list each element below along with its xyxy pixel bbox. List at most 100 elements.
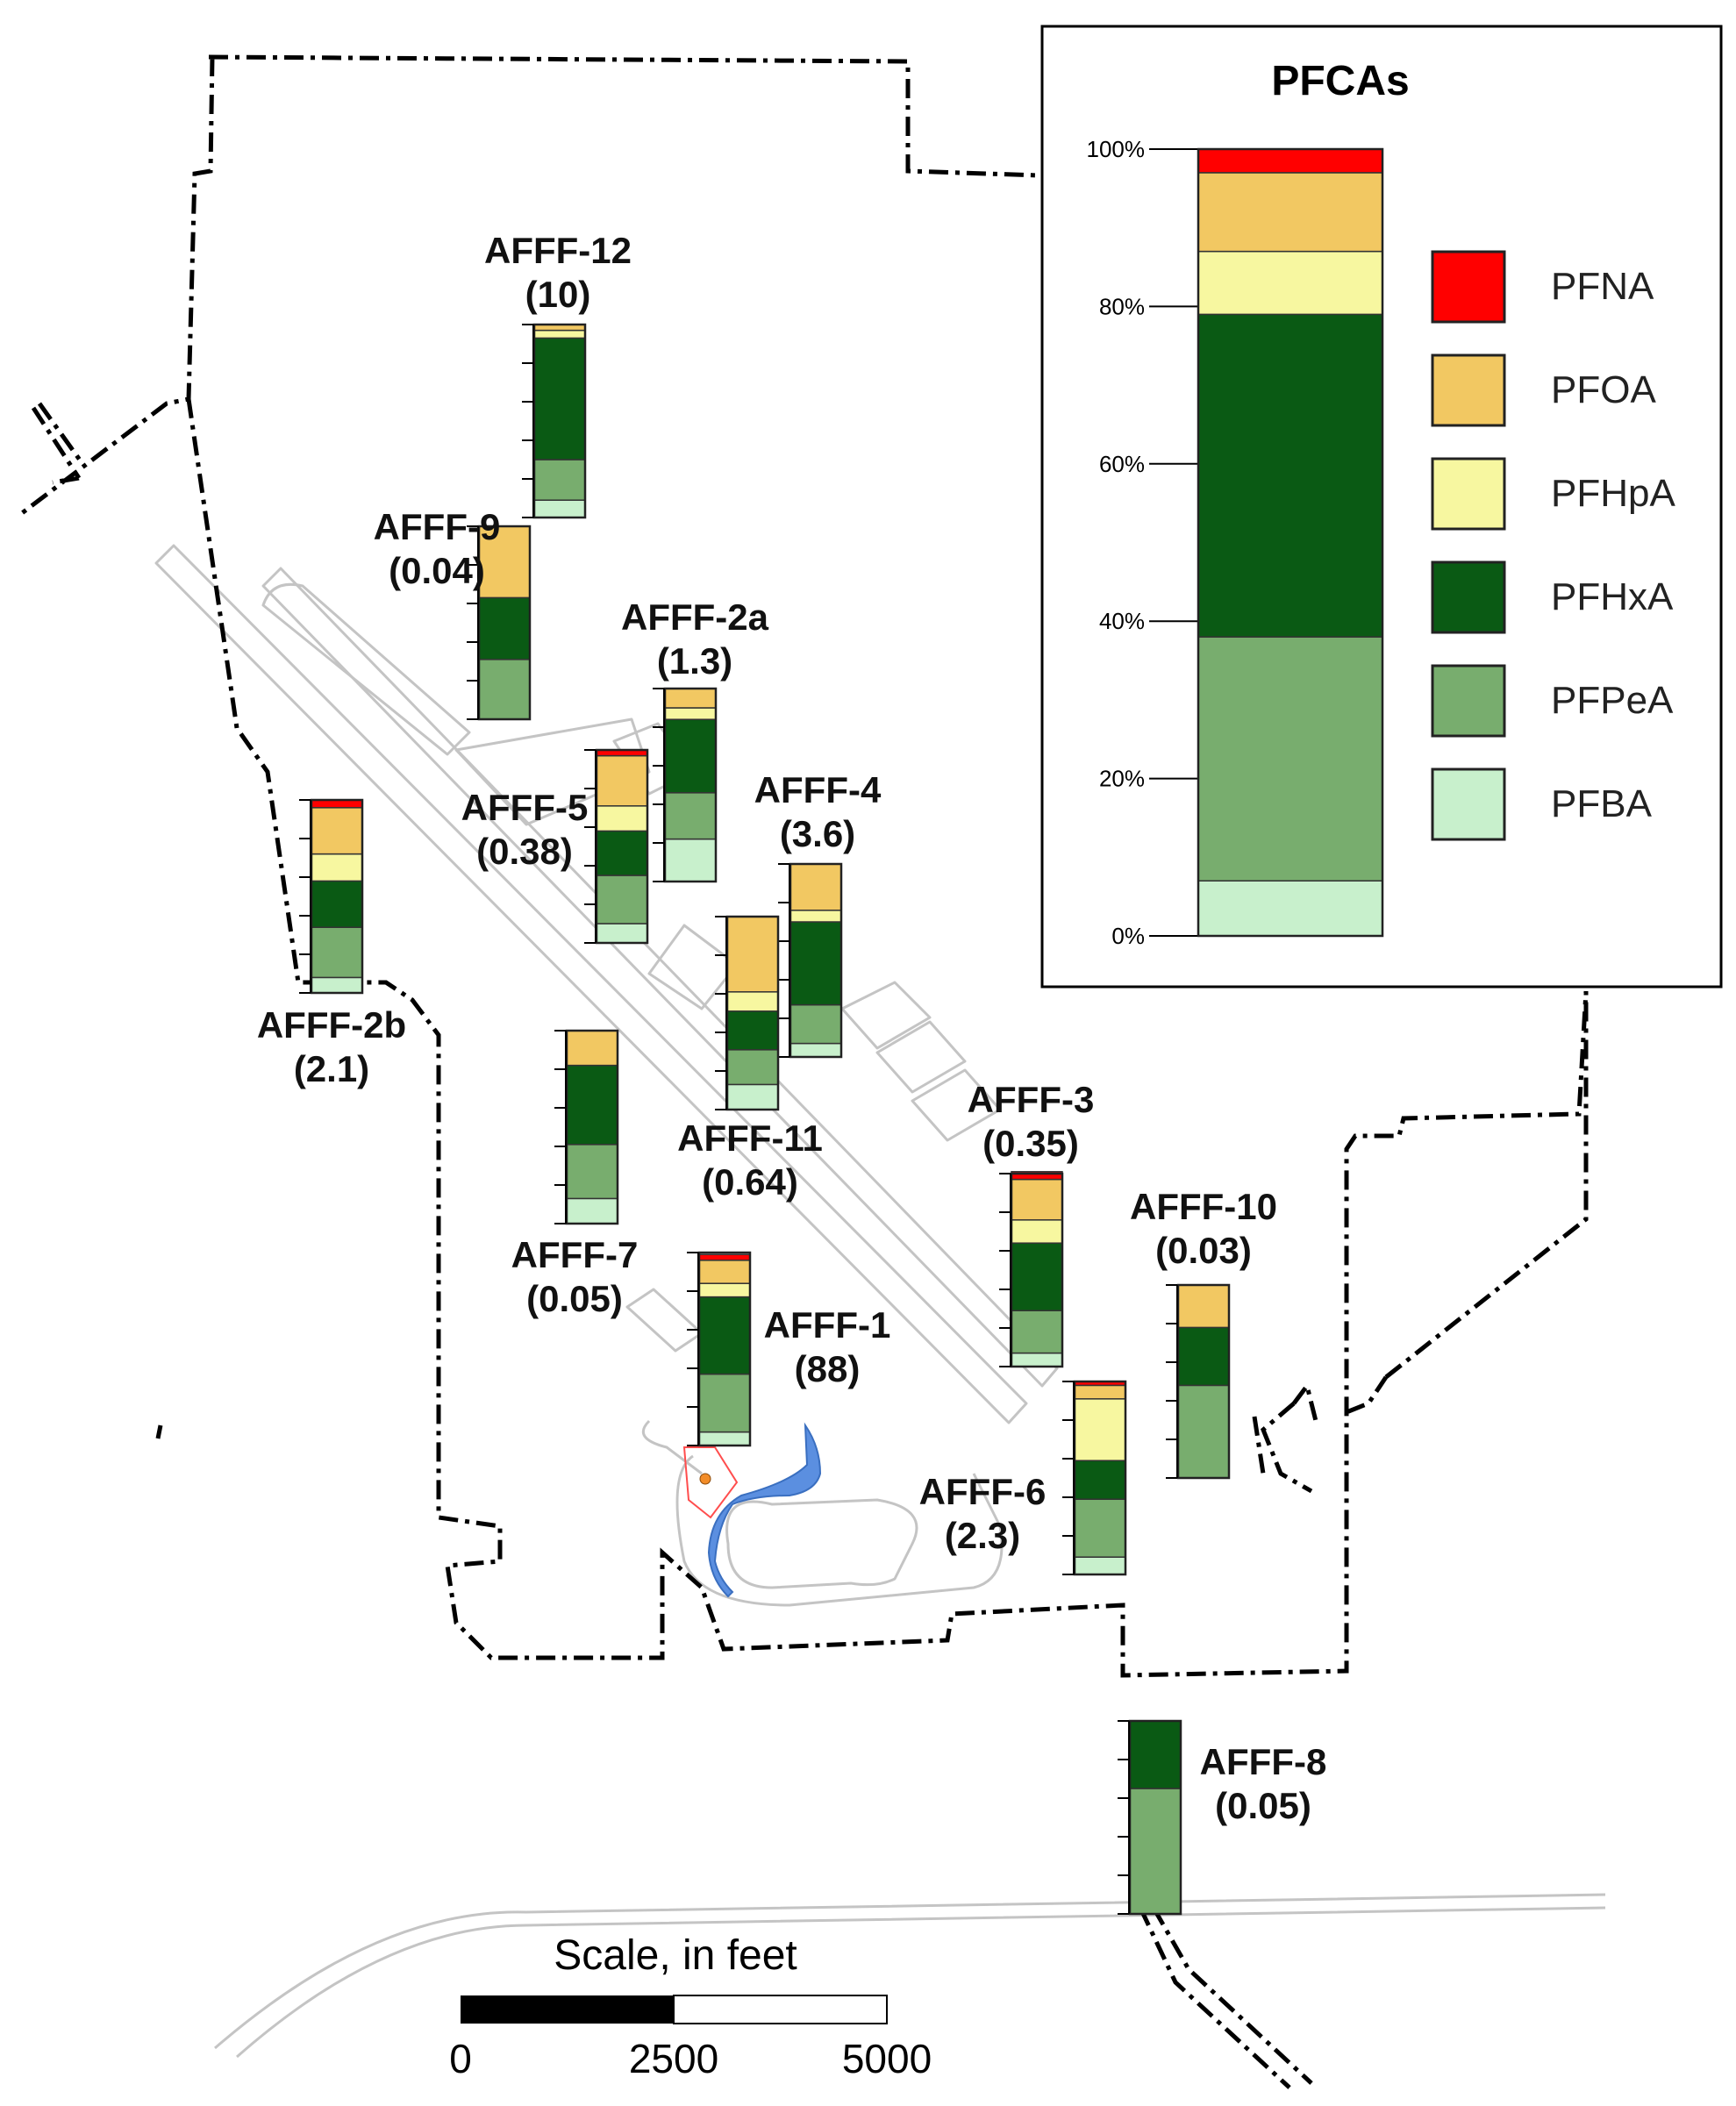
site-afff-8-label: AFFF-8: [1200, 1741, 1327, 1782]
taxiway-outline: [261, 567, 1059, 1388]
site-afff-6-segment-pfba: [1074, 1556, 1126, 1575]
site-afff-2a-segment-pfhxa: [664, 718, 717, 794]
site-afff-7-segment-pfba: [566, 1197, 618, 1224]
site-afff-10-segment-pfpea: [1177, 1384, 1230, 1479]
site-afff-8-value: (0.05): [1215, 1785, 1311, 1826]
site-afff-11-bar: AFFF-11(0.64): [677, 915, 823, 1203]
site-afff-10-segment-pfhxa: [1177, 1326, 1230, 1387]
site-afff-11-segment-pfhpa: [726, 991, 779, 1012]
site-afff-1-segment-pfna: [698, 1253, 751, 1261]
site-bars: AFFF-12(10)AFFF-9(0.04)AFFF-2a(1.3)AFFF-…: [257, 230, 1327, 1916]
site-afff-2a-segment-pfba: [664, 838, 717, 882]
site-afff-5-segment-pfoa: [596, 754, 648, 807]
legend-bar-segment-pfpea: [1197, 636, 1383, 882]
legend-tick-label: 40%: [1099, 608, 1145, 634]
site-afff-11-label: AFFF-11: [677, 1117, 823, 1159]
site-afff-8-bar: AFFF-8(0.05): [1118, 1719, 1327, 1916]
site-afff-11-segment-pfoa: [726, 916, 779, 993]
site-afff-4-segment-pfhpa: [789, 910, 842, 923]
site-afff-1-value: (88): [795, 1348, 861, 1389]
site-afff-12-segment-pfpea: [533, 459, 586, 501]
site-afff-7-label: AFFF-7: [511, 1234, 639, 1275]
site-afff-2b-segment-pfba: [311, 976, 363, 994]
site-afff-2a-value: (1.3): [657, 640, 732, 682]
runway-outline: [154, 544, 1028, 1424]
legend-bar-segment-pfba: [1197, 880, 1383, 937]
highway-2: [236, 1906, 1606, 2059]
terminal-road: [641, 1419, 703, 1475]
legend-tick-label: 0%: [1111, 923, 1145, 949]
site-afff-10-label: AFFF-10: [1130, 1186, 1277, 1227]
legend-swatch-pfhpa: [1431, 457, 1506, 531]
legend-swatch-pfna: [1431, 250, 1506, 324]
release-site-outline: [682, 1446, 739, 1519]
legend-bar-segment-pfhpa: [1197, 250, 1383, 316]
site-afff-7-segment-pfhxa: [566, 1064, 618, 1146]
site-afff-6-segment-pfoa: [1074, 1384, 1126, 1400]
site-afff-10-value: (0.03): [1155, 1230, 1252, 1271]
site-afff-4-segment-pfoa: [789, 863, 842, 911]
site-afff-3-segment-pfoa: [1011, 1178, 1063, 1221]
site-afff-2a-segment-pfhpa: [664, 707, 717, 720]
ramp-area: [454, 717, 651, 826]
site-afff-2b-value: (2.1): [294, 1048, 369, 1089]
site-afff-6-segment-pfpea: [1074, 1498, 1126, 1558]
scale-bar: [461, 1995, 888, 2024]
site-afff-2b-segment-pfhxa: [311, 880, 363, 928]
site-afff-4-bar: AFFF-4(3.6): [754, 769, 882, 1059]
site-afff-9-segment-pfhxa: [478, 596, 531, 660]
legend-panel: PFCAs 0%20%40%60%80%100% PFNAPFOAPFHpAPF…: [1040, 25, 1723, 989]
site-afff-1-segment-pfhpa: [698, 1282, 751, 1298]
site-afff-6-bar: AFFF-6(2.3): [919, 1380, 1127, 1576]
facility-boundary: [20, 54, 1589, 2089]
site-afff-9-bar: AFFF-9(0.04): [374, 506, 532, 721]
legend-label-pfna: PFNA: [1551, 265, 1654, 308]
site-afff-10-bar: AFFF-10(0.03): [1130, 1186, 1277, 1480]
site-afff-6-segment-pfhxa: [1074, 1460, 1126, 1500]
apron-slots-2: [911, 1068, 1002, 1142]
south-loop: [725, 1498, 918, 1589]
site-afff-7-segment-pfpea: [566, 1144, 618, 1200]
legend-tick-label: 20%: [1099, 766, 1145, 792]
scale-label-2500: 2500: [628, 2036, 719, 2081]
site-afff-3-label: AFFF-3: [968, 1079, 1095, 1120]
site-afff-1-segment-pfoa: [698, 1260, 751, 1284]
site-afff-4-value: (3.6): [780, 813, 855, 854]
site-afff-3-value: (0.35): [982, 1123, 1079, 1164]
site-afff-2a-segment-pfpea: [664, 792, 717, 840]
site-afff-3-segment-pfba: [1011, 1352, 1063, 1367]
legend-tick-label: 80%: [1099, 293, 1145, 319]
legend-swatch-pfhxa: [1431, 560, 1506, 634]
site-afff-2b-label: AFFF-2b: [257, 1004, 406, 1046]
site-afff-5-bar: AFFF-5(0.38): [461, 748, 649, 945]
site-afff-11-segment-pfba: [726, 1083, 779, 1110]
site-afff-2b-segment-pfhpa: [311, 853, 363, 882]
legend-label-pfoa: PFOA: [1551, 368, 1656, 411]
site-afff-11-segment-pfhxa: [726, 1010, 779, 1051]
legend-label-pfba: PFBA: [1551, 782, 1653, 825]
site-afff-9-segment-pfpea: [478, 659, 531, 720]
site-afff-5-segment-pfhxa: [596, 830, 648, 876]
site-afff-12-value: (10): [525, 274, 591, 315]
site-afff-3-segment-pfpea: [1011, 1310, 1063, 1354]
legend-bar-frame: [1197, 147, 1384, 938]
site-afff-8-segment-pfpea: [1129, 1788, 1182, 1915]
apron-slots: [840, 981, 967, 1094]
site-afff-3-bar: AFFF-3(0.35): [968, 1079, 1095, 1368]
site-afff-2b-segment-pfoa: [311, 807, 363, 855]
legend-tick-label: 100%: [1087, 136, 1146, 162]
site-afff-1-segment-pfba: [698, 1431, 751, 1446]
site-afff-6-label: AFFF-6: [919, 1471, 1047, 1512]
site-afff-2b-segment-pfpea: [311, 926, 363, 979]
site-afff-7-bar: AFFF-7(0.05): [511, 1029, 639, 1319]
legend-tick-label: 60%: [1099, 451, 1145, 477]
highway: [214, 1893, 1606, 2050]
site-afff-5-segment-pfpea: [596, 875, 648, 924]
scale-bar-white: [673, 1995, 888, 2024]
site-afff-12-segment-pfhxa: [533, 337, 586, 460]
site-afff-5-segment-pfhpa: [596, 805, 648, 832]
legend-example-bar: [1197, 147, 1384, 938]
stream: [707, 1422, 822, 1598]
